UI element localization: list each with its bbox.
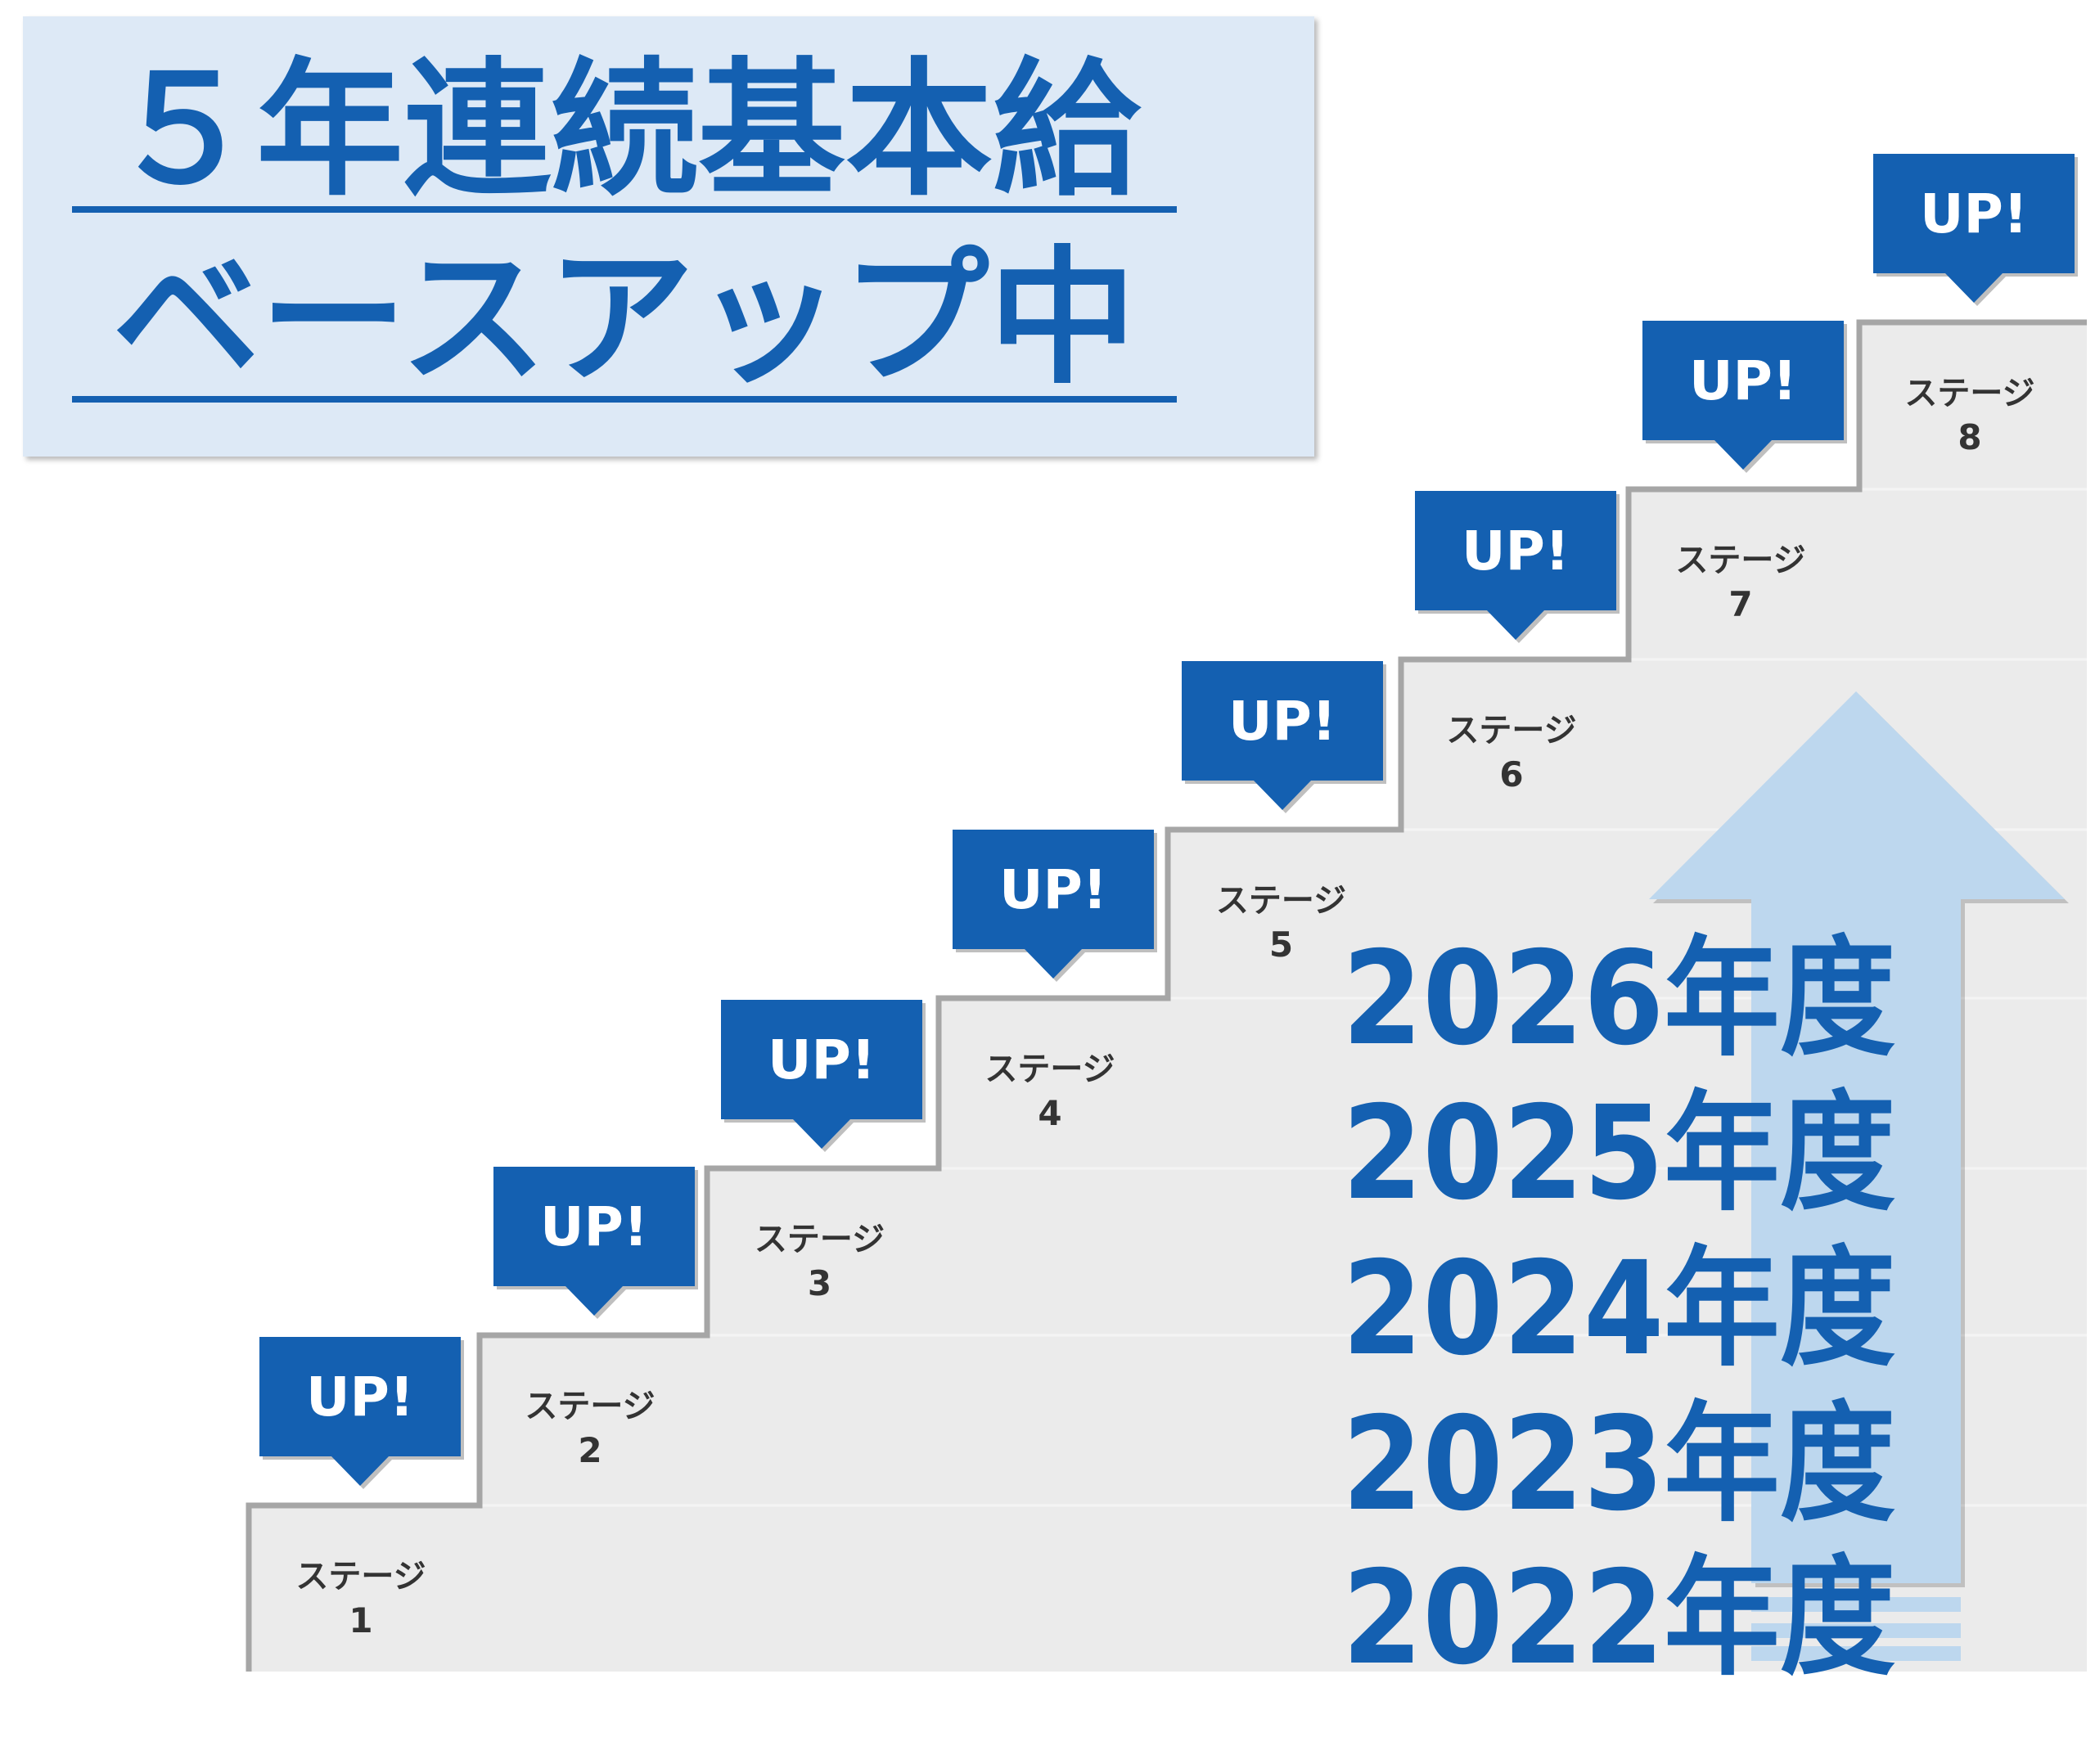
title-line-2: ベースアップ中 [112,233,1137,404]
up-badge: UP! [493,1167,698,1319]
up-badge: UP! [1873,154,2078,306]
badge-callout [721,1000,922,1149]
step-number: 1 [349,1600,372,1640]
up-badge: UP! [1415,491,1620,643]
staircase-outline [246,319,2087,1672]
badge-callout [493,1167,695,1316]
year-label: 2024年度 [1342,1234,1895,1384]
up-badge: UP! [721,1000,926,1152]
step-number: 3 [808,1263,831,1303]
step-number: 5 [1269,925,1293,965]
badge-text: UP! [768,1028,876,1091]
step-label: ステージ [1904,375,2034,412]
badge-text: UP! [1920,182,2028,245]
step-label: ステージ [1216,882,1346,920]
up-badge: UP! [1182,661,1386,813]
arrow-stripe [1751,1623,1961,1638]
step-label: ステージ [755,1221,885,1258]
badges-layer: UP! UP! UP! UP! UP! UP! UP! UP! [259,154,2078,1489]
step-number: 8 [1958,417,1981,457]
step-label: ステージ [525,1388,655,1425]
step-label: ステージ [984,1051,1115,1088]
badge-text: UP! [999,858,1107,921]
title-underline-1 [72,206,1177,213]
badge-callout [1873,154,2075,303]
growth-arrow-icon [1649,691,2069,1661]
badge-text: UP! [1462,520,1570,583]
step-number: 6 [1499,754,1523,794]
badge-callout [259,1337,461,1486]
title-banner [23,16,1314,457]
badge-callout [953,830,1154,979]
step-label: ステージ [1446,712,1576,749]
step-label: ステージ [1675,542,1805,579]
badge-callout [1415,491,1616,640]
year-label: 2025年度 [1342,1078,1895,1229]
badge-text: UP! [1228,690,1336,753]
step-number: 2 [578,1430,601,1470]
arrow-shape [1649,691,2065,1583]
arrow-stripe [1751,1597,1961,1612]
badge-callout [1642,321,1844,470]
up-badge: UP! [259,1337,464,1489]
up-badge: UP! [953,830,1157,982]
year-label: 2026年度 [1342,924,1895,1074]
growth-arrow-layer [1649,691,2069,1661]
step-label: ステージ [295,1558,426,1595]
year-label: 2022年度 [1342,1543,1895,1694]
step-number: 4 [1038,1093,1061,1133]
step-number: 7 [1728,584,1752,624]
badge-callout [1182,661,1383,810]
badge-text: UP! [1689,349,1797,412]
up-badge: UP! [1642,321,1847,473]
badge-text: UP! [306,1366,414,1429]
badge-text: UP! [540,1195,648,1258]
year-label: 2023年度 [1342,1389,1895,1540]
title-underline-2 [72,396,1177,403]
title-line-1: ５年連続基本給 [108,45,1140,216]
arrow-stripe [1751,1646,1961,1661]
